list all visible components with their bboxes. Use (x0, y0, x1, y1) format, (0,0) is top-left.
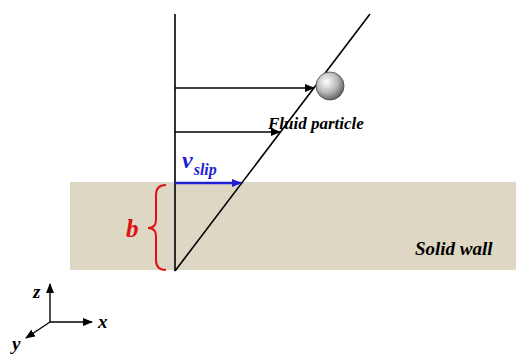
x-axis (50, 321, 92, 322)
velocity-arrow (175, 87, 314, 89)
fluid-particle-sphere (316, 72, 344, 100)
wall-band (70, 182, 516, 270)
z-axis (49, 284, 50, 322)
slip-subscript: slip (194, 162, 217, 178)
velocity-arrow (175, 131, 280, 133)
slip-length-label: b (126, 216, 139, 241)
axis-label: z (33, 282, 40, 301)
axis-label: y (12, 334, 20, 353)
slip-arrow (175, 182, 241, 184)
reference-line (174, 14, 176, 271)
axis-label: x (98, 312, 108, 331)
particle-label: Fluid particle (268, 115, 364, 132)
y-axis (26, 322, 50, 338)
slip-length-brace (148, 185, 166, 270)
slip-velocity-symbol: v (182, 148, 193, 172)
wall-label: Solid wall (415, 239, 493, 258)
velocity-profile (175, 14, 370, 271)
